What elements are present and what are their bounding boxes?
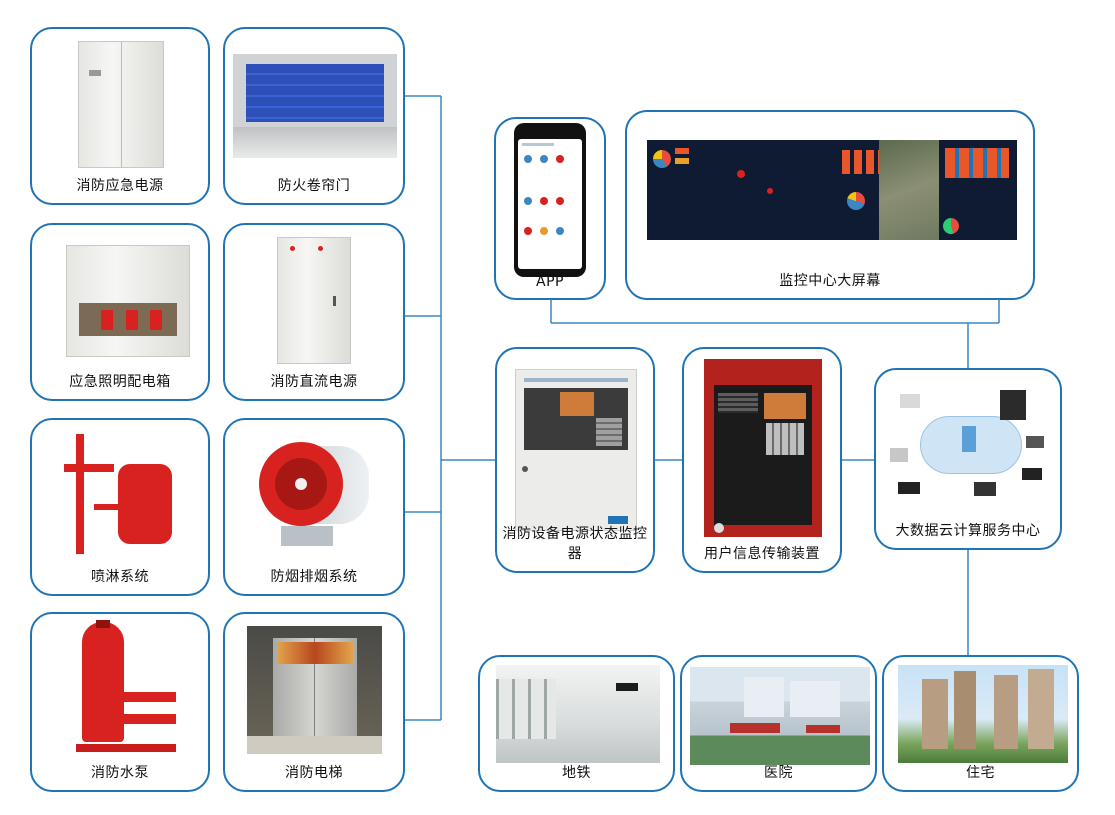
- card-user-transmitter: 用户信息传输装置: [682, 347, 842, 573]
- dc-power-image: [277, 237, 351, 364]
- fire-elevator-label: 消防电梯: [285, 765, 343, 781]
- dc-power-label: 消防直流电源: [270, 374, 358, 390]
- big-screen-image: [647, 140, 1017, 240]
- subway-label: 地铁: [562, 765, 591, 781]
- fire-elevator-image: [247, 626, 382, 754]
- big-screen-label: 监控中心大屏幕: [779, 273, 881, 289]
- app-phone-image: [514, 123, 586, 277]
- card-fire-elevator: 消防电梯: [223, 612, 405, 792]
- smoke-exhaust-label: 防烟排烟系统: [270, 569, 358, 585]
- user-transmitter-label: 用户信息传输装置: [704, 546, 820, 562]
- power-monitor-image: [515, 369, 637, 531]
- hospital-label: 医院: [764, 765, 793, 781]
- smoke-exhaust-image: [259, 442, 375, 552]
- subway-image: [496, 665, 660, 763]
- card-sprinkler: 喷淋系统: [30, 418, 210, 596]
- sprinkler-label: 喷淋系统: [91, 569, 149, 585]
- user-transmitter-image: [704, 359, 822, 537]
- lighting-box-label: 应急照明配电箱: [69, 374, 171, 390]
- card-water-pump: 消防水泵: [30, 612, 210, 792]
- power-monitor-label: 消防设备电源状态监控器: [502, 526, 648, 562]
- lighting-box-image: [66, 245, 190, 357]
- emergency-power-image: [78, 41, 164, 168]
- fire-shutter-image: [233, 54, 397, 158]
- app-label: APP: [536, 274, 564, 290]
- cloud-center-label: 大数据云计算服务中心: [895, 523, 1041, 539]
- residence-image: [898, 665, 1068, 763]
- water-pump-image: [76, 620, 176, 758]
- emergency-power-label: 消防应急电源: [76, 178, 164, 194]
- card-lighting-box: 应急照明配电箱: [30, 223, 210, 401]
- card-hospital: 医院: [680, 655, 877, 792]
- card-big-screen: 监控中心大屏幕: [625, 110, 1035, 300]
- water-pump-label: 消防水泵: [91, 765, 149, 781]
- fire-shutter-label: 防火卷帘门: [277, 178, 351, 194]
- card-cloud-center: 大数据云计算服务中心: [874, 368, 1062, 550]
- sprinkler-image: [64, 434, 182, 558]
- card-app: APP: [494, 117, 606, 300]
- card-subway: 地铁: [478, 655, 675, 792]
- card-smoke-exhaust: 防烟排烟系统: [223, 418, 405, 596]
- hospital-image: [690, 667, 870, 765]
- card-fire-shutter: 防火卷帘门: [223, 27, 405, 205]
- card-dc-power: 消防直流电源: [223, 223, 405, 401]
- residence-label: 住宅: [966, 765, 995, 781]
- card-power-monitor: 消防设备电源状态监控器: [495, 347, 655, 573]
- cloud-network-image: [890, 390, 1048, 502]
- card-emergency-power: 消防应急电源: [30, 27, 210, 205]
- card-residence: 住宅: [882, 655, 1079, 792]
